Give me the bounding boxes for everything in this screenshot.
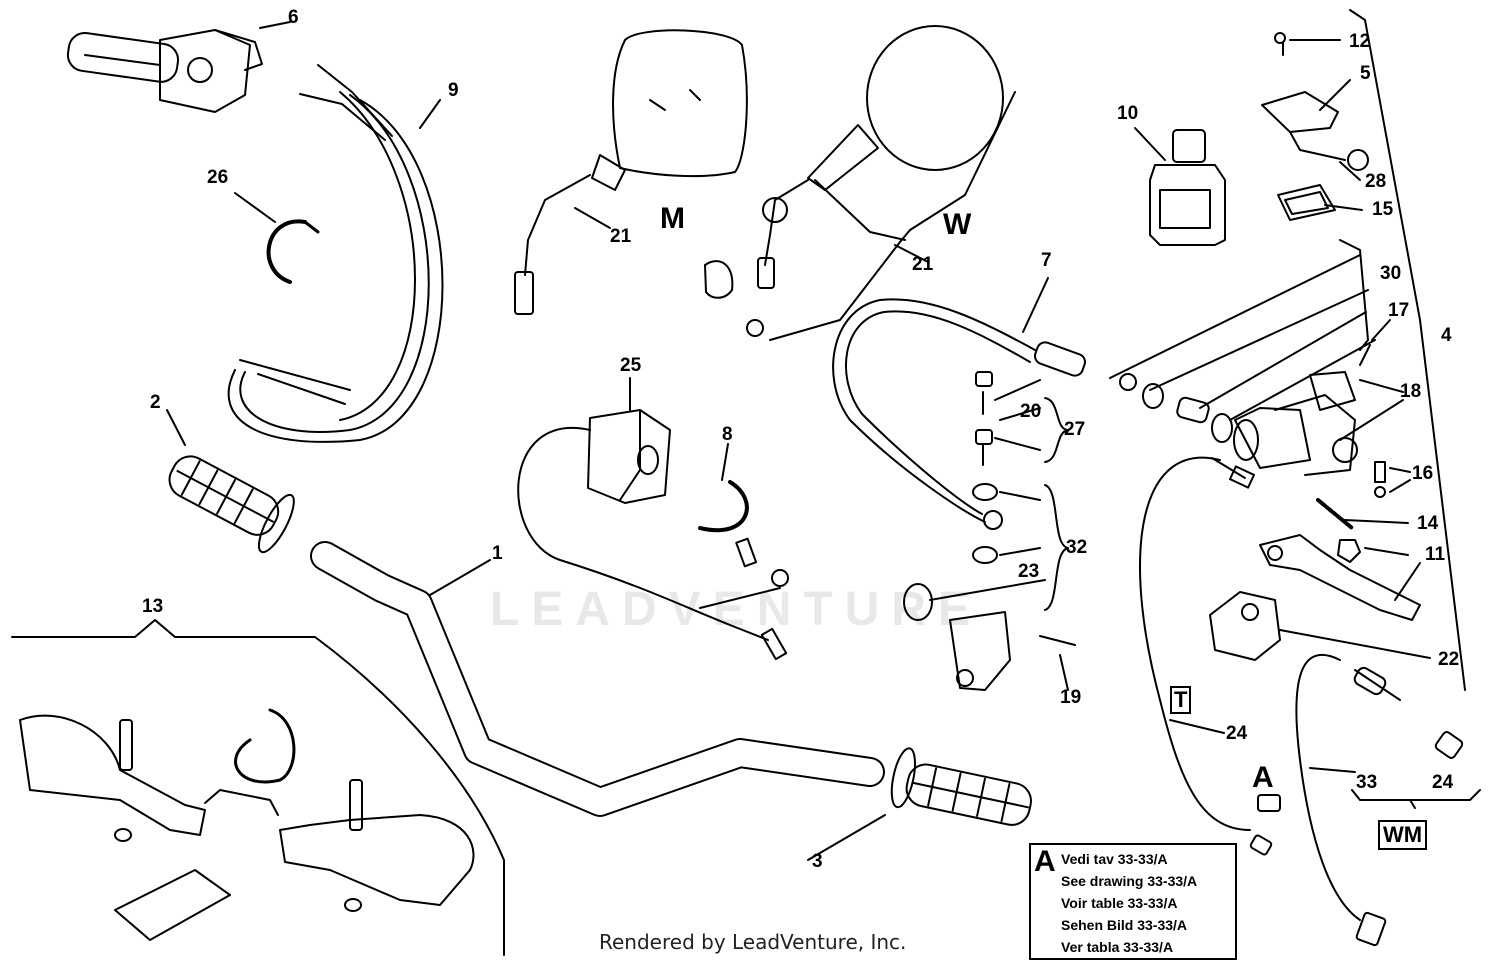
watermark: LEADVENTURE: [490, 583, 983, 636]
label-14: 14: [1417, 513, 1439, 534]
brake-lever: [1259, 461, 1421, 621]
reference-line: Vedi tav 33-33/A: [1061, 851, 1168, 867]
label-21-m: 21: [610, 226, 632, 247]
variant-a: A: [1252, 761, 1274, 794]
label-4: 4: [1441, 325, 1452, 346]
label-32: 32: [1066, 537, 1088, 558]
switch-assembly: [517, 409, 789, 661]
reference-line: See drawing 33-33/A: [1061, 873, 1198, 889]
label-9: 9: [448, 80, 459, 101]
label-30: 30: [1380, 263, 1402, 284]
label-17: 17: [1388, 300, 1410, 321]
mirror-m: [514, 29, 748, 315]
variant-w: W: [943, 208, 972, 241]
label-22: 22: [1438, 649, 1460, 670]
label-7: 7: [1041, 250, 1052, 271]
label-20: 20: [1020, 401, 1042, 422]
label-23: 23: [1018, 561, 1040, 582]
left-grip: [168, 455, 295, 554]
variant-m: M: [660, 202, 685, 235]
handlebar: [310, 541, 885, 817]
right-grip: [890, 747, 1032, 826]
label-24-wm: 24: [1432, 772, 1454, 793]
label-25: 25: [620, 355, 642, 376]
label-6: 6: [288, 7, 299, 28]
reference-line: Voir table 33-33/A: [1061, 895, 1178, 911]
label-15: 15: [1372, 199, 1394, 220]
label-10: 10: [1117, 103, 1139, 124]
label-27: 27: [1064, 419, 1086, 440]
variant-wm-box: WM: [1378, 820, 1428, 850]
label-12: 12: [1349, 31, 1371, 52]
reference-line: Ver tabla 33-33/A: [1061, 939, 1174, 955]
throttle-grip: [66, 29, 263, 113]
label-3: 3: [812, 851, 823, 872]
label-1: 1: [492, 543, 503, 564]
label-33: 33: [1356, 772, 1378, 793]
reference-letter: A: [1034, 845, 1056, 878]
footer-credit: Rendered by LeadVenture, Inc.: [599, 930, 907, 954]
label-16: 16: [1412, 463, 1434, 484]
label-11: 11: [1425, 544, 1446, 565]
label-18: 18: [1400, 381, 1422, 402]
oil-bottle: [1149, 129, 1226, 246]
brake-hose: [832, 298, 1087, 530]
reference-line: Sehen Bild 33-33/A: [1061, 917, 1188, 933]
label-24-t: 24: [1226, 723, 1248, 744]
label-26: 26: [207, 167, 229, 188]
mirror-w: [704, 25, 1004, 337]
label-2: 2: [150, 392, 161, 413]
throttle-cables: [227, 64, 444, 443]
master-cylinder: [1109, 254, 1376, 476]
label-19: 19: [1060, 687, 1082, 708]
label-28: 28: [1365, 171, 1387, 192]
label-8: 8: [722, 424, 733, 445]
reference-box: A Vedi tav 33-33/A See drawing 33-33/A V…: [1029, 843, 1237, 960]
label-13: 13: [142, 596, 164, 617]
handguards: [19, 708, 475, 941]
label-21-w: 21: [912, 254, 934, 275]
label-5: 5: [1360, 63, 1371, 84]
variant-t-box: T: [1170, 686, 1192, 714]
